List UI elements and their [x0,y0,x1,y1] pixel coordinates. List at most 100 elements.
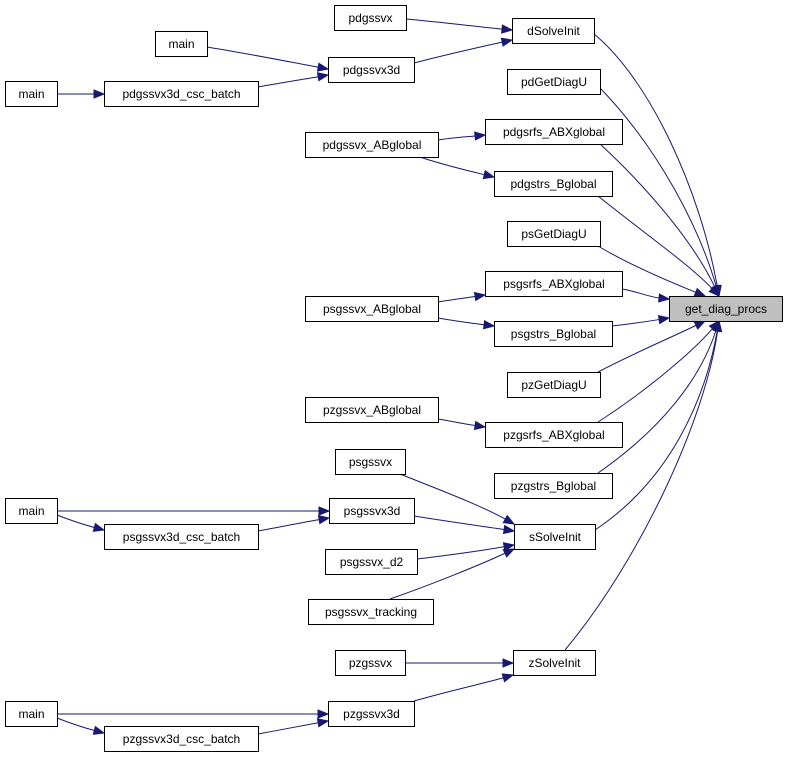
arrowhead-icon [657,314,671,325]
edge-line [405,18,503,30]
node-pzgsrfs-abxglobal[interactable]: pzgsrfs_ABXglobal [485,422,623,448]
node-box [514,524,596,550]
node-label: pdgstrs_Bglobal [510,177,596,191]
node-box [507,69,601,95]
node-ssolveinit[interactable]: sSolveInit [514,524,596,550]
edge-pzgsrfs-abxglobal-to-get-diag-procs [597,319,720,423]
edge-pzgssvx-to-zsolveinit [405,658,515,668]
node-psgssvx-tracking[interactable]: psgssvx_tracking [308,599,434,625]
node-main-4[interactable]: main [5,701,58,727]
node-pdgssvx3d-1[interactable]: pdgssvx3d [328,57,415,83]
node-pzgetdiagu[interactable]: pzGetDiagU [507,372,601,398]
node-label: pdgssvx3d [343,63,400,77]
arrowhead-icon [473,420,487,431]
arrowhead-icon [93,89,106,99]
edge-zsolveinit-to-get-diag-procs [564,319,723,651]
node-box [494,473,613,499]
arrowhead-icon [693,320,707,330]
node-get-diag-procs[interactable]: get_diag_procs [669,296,783,322]
node-pdgssvx-abglobal[interactable]: pdgssvx_ABglobal [305,132,439,158]
node-psgssvx-abglobal[interactable]: psgssvx_ABglobal [305,296,439,322]
node-psgstrs-bglobal[interactable]: psgstrs_Bglobal [494,321,613,347]
node-box [485,271,623,297]
edge-pzgssvx-abglobal-to-pzgsrfs-abxglobal [437,418,487,431]
node-box [335,449,406,475]
edge-line [611,319,660,327]
edge-main-3-to-psgssvx3d-csc-batch [56,514,106,532]
node-label: main [18,87,44,101]
node-label: main [18,504,44,518]
node-psgssvx-d2[interactable]: psgssvx_d2 [325,549,418,575]
node-psgetdiagu[interactable]: psGetDiagU [507,221,601,247]
arrowhead-icon [501,673,515,683]
edge-dsolveinit-to-get-diag-procs [593,33,722,298]
node-pdgstrs-bglobal[interactable]: pdgstrs_Bglobal [494,171,613,197]
node-main-3[interactable]: main [5,498,58,524]
edge-line [597,328,713,423]
arrowhead-icon [708,285,720,297]
node-pdgssvx-1[interactable]: pdgssvx [334,5,407,31]
node-box [507,221,601,247]
edge-line [206,46,319,68]
arrowhead-icon [502,514,516,525]
node-box [308,599,434,625]
node-dsolveinit[interactable]: dSolveInit [512,18,595,44]
node-label: psgsrfs_ABXglobal [503,277,604,291]
node-psgssvx3d-csc-batch[interactable]: psgssvx3d_csc_batch [104,524,259,550]
node-main-2[interactable]: main [5,81,58,107]
edge-main-2-to-pdgssvx3d-csc-batch [57,89,106,99]
arrowhead-icon [502,542,516,552]
arrowhead-icon [658,293,671,303]
edge-pzgssvx3d-to-zsolveinit [413,673,515,702]
edge-main-1-to-pdgssvx3d-1 [206,46,330,72]
edge-pdgssvx-abglobal-to-pdgstrs-bglobal [419,156,496,180]
arrowhead-icon [316,718,330,728]
edge-psgssvx-abglobal-to-psgstrs-bglobal [437,317,496,330]
edge-line [597,245,696,293]
node-box [513,650,596,676]
node-label: pzgstrs_Bglobal [511,479,596,493]
edge-line [413,677,504,702]
node-box [5,701,58,727]
arrowhead-icon [712,319,723,333]
node-label: zSolveInit [528,656,581,670]
node-psgsrfs-abxglobal[interactable]: psgsrfs_ABXglobal [485,271,623,297]
node-pdgsrfs-abxglobal[interactable]: pdgsrfs_ABXglobal [485,119,623,145]
node-label: sSolveInit [529,530,582,544]
arrowhead-icon [92,725,106,735]
arrowhead-icon [317,709,330,719]
node-zsolveinit[interactable]: zSolveInit [513,650,596,676]
node-pzgssvx3d[interactable]: pzgssvx3d [328,701,415,727]
node-label: pzgssvx3d [343,707,400,721]
node-label: pdgssvx_ABglobal [323,138,422,152]
node-box [494,171,613,197]
node-main-1[interactable]: main [155,31,208,57]
node-box [5,81,58,107]
arrowhead-icon [502,658,515,668]
node-psgssvx3d[interactable]: psgssvx3d [329,498,415,524]
node-pzgssvx[interactable]: pzgssvx [335,650,406,676]
edge-line [416,546,505,560]
edge-line [597,330,717,474]
node-box [305,132,439,158]
node-pzgssvx3d-csc-batch[interactable]: pzgssvx3d_csc_batch [104,726,259,752]
node-pdgetdiagu[interactable]: pdGetDiagU [507,69,601,95]
edge-line [599,87,717,287]
edge-pzgstrs-bglobal-to-get-diag-procs [597,319,721,474]
edge-line [399,473,506,520]
arrowhead-icon [502,548,516,558]
node-psgssvx[interactable]: psgssvx [335,449,406,475]
edge-pdgssvx-1-to-dsolveinit [405,18,514,34]
arrowhead-icon [473,291,487,302]
node-label: pzgssvx_ABglobal [323,403,421,417]
node-label: psgssvx3d [344,504,401,518]
arrowhead-icon [501,24,514,34]
node-box [494,321,613,347]
node-pzgstrs-bglobal[interactable]: pzgstrs_Bglobal [494,473,613,499]
edge-psgstrs-bglobal-to-get-diag-procs [611,314,671,327]
node-pzgssvx-abglobal[interactable]: pzgssvx_ABglobal [305,397,439,423]
node-box [329,498,415,524]
node-pdgssvx3d-csc-batch[interactable]: pdgssvx3d_csc_batch [104,81,259,107]
edge-pdgssvx-abglobal-to-pdgsrfs-abxglobal [437,131,487,141]
